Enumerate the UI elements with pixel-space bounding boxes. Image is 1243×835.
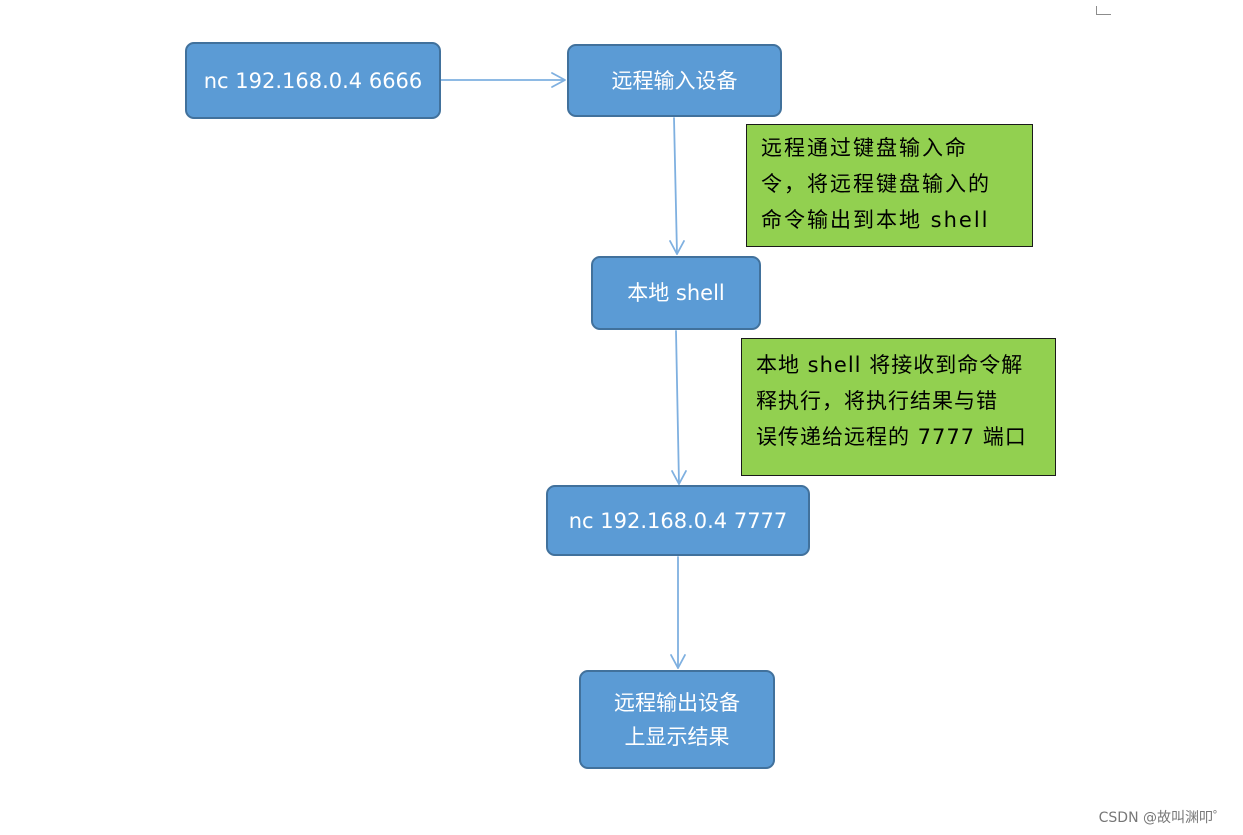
arrow-remote-input-to-local-shell <box>669 117 685 255</box>
node-remote-output-line1: 远程输出设备 <box>614 690 740 715</box>
node-remote-output-line2: 上显示结果 <box>624 724 730 749</box>
note-remote-input-line3: 命令输出到本地 shell <box>761 208 990 232</box>
csdn-watermark: CSDN @故叫渊叩゜ <box>1098 810 1227 826</box>
note-remote-input-line1: 远程通过键盘输入命 <box>761 136 968 160</box>
node-nc-7777: nc 192.168.0.4 7777 <box>546 485 810 556</box>
node-local-shell: 本地 shell <box>591 256 761 330</box>
note-remote-input: 远程通过键盘输入命 令，将远程键盘输入的 命令输出到本地 shell <box>746 124 1033 247</box>
arrow-local-shell-to-nc7777 <box>671 330 687 485</box>
node-remote-input-device: 远程输入设备 <box>567 44 782 117</box>
page-corner-mark <box>1096 6 1111 15</box>
arrow-nc7777-to-remote-output <box>670 556 686 669</box>
note-local-shell-line3: 误传递给远程的 7777 端口 <box>756 425 1027 449</box>
node-remote-output-device: 远程输出设备 上显示结果 <box>579 670 775 769</box>
node-nc-7777-label: nc 192.168.0.4 7777 <box>568 508 788 533</box>
node-remote-input-label: 远程输入设备 <box>611 68 738 93</box>
note-local-shell-line1: 本地 shell 将接收到命令解 <box>756 353 1024 377</box>
arrow-nc6666-to-remote-input <box>439 72 566 88</box>
node-nc-6666: nc 192.168.0.4 6666 <box>185 42 441 119</box>
note-local-shell-line2: 释执行，将执行结果与错 <box>756 389 998 413</box>
note-remote-input-line2: 令，将远程键盘输入的 <box>761 172 991 196</box>
note-local-shell: 本地 shell 将接收到命令解 释执行，将执行结果与错 误传递给远程的 777… <box>741 338 1056 476</box>
node-nc-6666-label: nc 192.168.0.4 6666 <box>203 68 423 93</box>
node-local-shell-label: 本地 shell <box>627 281 725 305</box>
